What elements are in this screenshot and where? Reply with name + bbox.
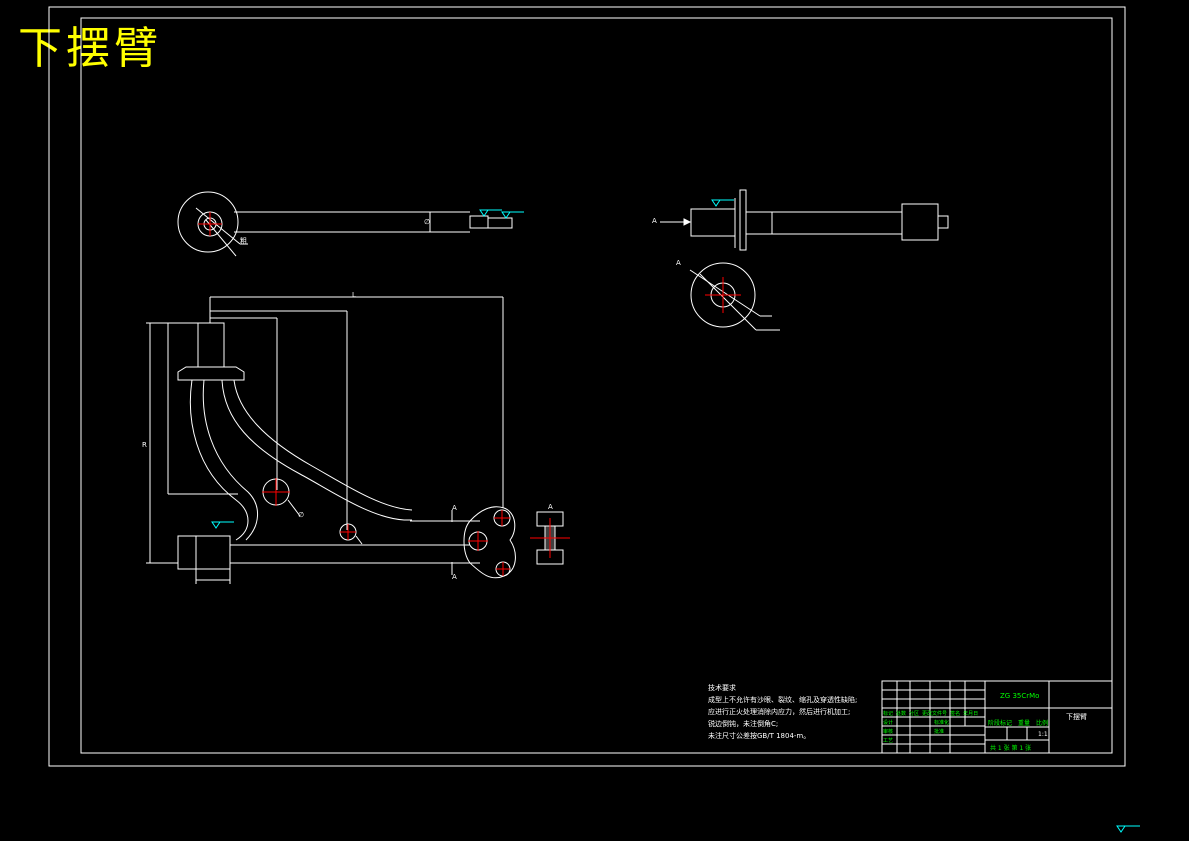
title-block-part-name: 下摆臂 <box>1066 713 1087 721</box>
label-zone: 分区 <box>909 711 920 717</box>
title-block-scale: 1:1 <box>1038 731 1048 738</box>
front-dim-2: R <box>142 441 147 449</box>
side-view <box>660 189 949 331</box>
label-mark: 标记 <box>883 711 894 717</box>
label-date: 年月日 <box>963 711 979 717</box>
tech-req-line-3: 锐边倒钝，未注倒角C; <box>708 720 779 728</box>
tech-req-line-2: 应进行正火处理消除内应力，然后进行机加工; <box>708 708 851 716</box>
section-label-a4: A <box>452 573 457 581</box>
inner-frame <box>80 17 1113 754</box>
row-design: 设计 <box>883 720 894 726</box>
label-sign: 签名 <box>950 711 961 717</box>
title-block-sheet: 共 1 张 第 1 张 <box>990 745 1032 752</box>
tech-req-line-1: 成型上不允许有沙眼、裂纹、缩孔及穿透性缺陷; <box>708 696 858 704</box>
row-standard: 标准化 <box>934 720 950 726</box>
row-process: 工艺 <box>883 738 894 744</box>
section-label-a2: A <box>676 259 681 267</box>
front-view <box>146 296 564 584</box>
tech-req-line-4: 未注尺寸公差按GB/T 1804-m。 <box>708 732 811 740</box>
top-view-mark-2: 粗 <box>240 237 247 245</box>
tech-requirements: 技术要求 成型上不允许有沙眼、裂纹、缩孔及穿透性缺陷; 应进行正火处理消除内应力… <box>708 682 857 742</box>
scale-header: 比例 <box>1036 720 1049 727</box>
drawing-title: 下摆臂 <box>18 23 162 74</box>
front-view-centers <box>262 478 570 576</box>
title-block <box>881 680 1113 754</box>
label-change: 更改文件号 <box>922 711 948 717</box>
top-surface-marks <box>479 209 524 219</box>
front-surface-mark <box>211 521 1140 833</box>
label-count: 处数 <box>896 711 907 717</box>
side-view-center <box>705 277 741 313</box>
weight-header: 重量 <box>1018 720 1031 727</box>
section-label-a: A <box>652 217 657 225</box>
section-label-a5: A <box>548 503 553 511</box>
top-view-mark-1: ∅ <box>424 218 431 226</box>
stage-header: 阶段标记 <box>988 720 1013 727</box>
side-surface-mark <box>711 199 734 207</box>
title-block-labels: 标记 处数 分区 更改文件号 签名 年月日 <box>883 710 978 717</box>
top-view-center <box>198 212 222 236</box>
top-view <box>177 191 513 257</box>
title-block-rows: 设计 审核 工艺 <box>883 719 893 746</box>
title-block-material: ZG 35CrMo <box>1000 692 1040 700</box>
tech-req-heading: 技术要求 <box>708 684 736 692</box>
title-block-rows-right: 标准化 批准 <box>934 719 949 737</box>
section-label-a3: A <box>452 504 457 512</box>
outer-frame <box>48 6 1126 767</box>
front-dim-1: ∅ <box>298 511 305 519</box>
row-approve: 批准 <box>934 729 945 735</box>
row-review: 审核 <box>883 729 894 735</box>
front-dim-3: L <box>352 291 356 299</box>
title-block-stage-headers: 阶段标记 重量 比例 <box>988 718 1048 727</box>
